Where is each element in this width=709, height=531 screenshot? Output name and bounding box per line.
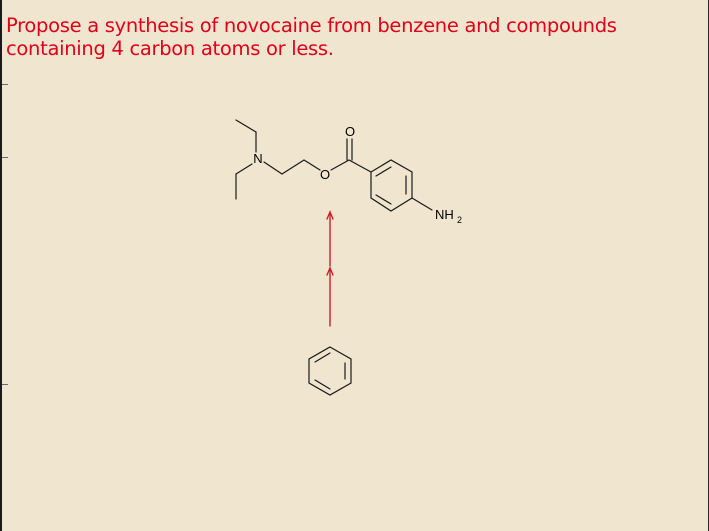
atom-labels: O O N NH 2 (253, 124, 462, 225)
left-tick-mark (2, 157, 8, 158)
retrosynthesis-arrows (326, 210, 334, 327)
left-tick-mark (2, 384, 8, 385)
nitrogen-label: N (253, 151, 262, 166)
amine-subscript: 2 (457, 215, 462, 225)
bond (375, 166, 392, 177)
bond (263, 161, 283, 175)
bond (348, 159, 372, 173)
bond (303, 159, 321, 171)
oxygen-carbonyl-label: O (345, 124, 355, 139)
bond (375, 194, 392, 205)
left-tick-mark (2, 84, 8, 85)
bond (411, 197, 433, 211)
upper-arrow (326, 210, 334, 267)
oxygen-ester-label: O (320, 167, 330, 182)
lower-arrow (326, 266, 334, 327)
benzene-ring (308, 346, 352, 396)
novocaine-structure (235, 119, 433, 212)
bond (281, 159, 305, 175)
bond (330, 159, 350, 171)
amine-label: NH (435, 207, 454, 222)
bond (235, 163, 253, 175)
slide-title: Propose a synthesis of novocaine from be… (6, 14, 617, 60)
bond (235, 119, 257, 133)
benzene-structure (308, 346, 352, 396)
bond (314, 352, 331, 363)
bond (314, 379, 331, 390)
